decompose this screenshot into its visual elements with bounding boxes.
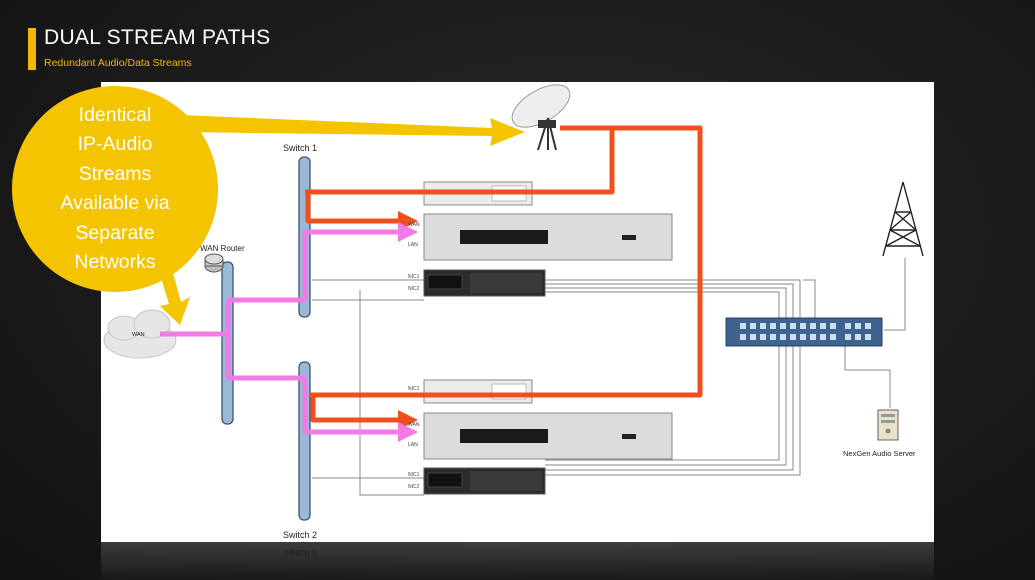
switch-2-reflection-label: Switch 2 [283,548,317,558]
red-stream-paths [305,125,703,430]
transmitter-tower-icon [882,181,924,257]
port-wan-bottom: WAN [408,422,420,428]
callout-bubble: Identical IP-Audio Streams Available via… [12,86,218,292]
satellite-dish-icon [511,84,571,151]
callout-line-3: Streams [78,162,152,185]
port-nic1-bottom: NIC1 [408,472,420,478]
callout-line-2: IP-Audio [77,133,153,155]
audio-interface-bottom [423,467,546,495]
network-cables [312,258,906,496]
callout-line-1: Identical [78,103,152,126]
port-nic1-encoder-bottom: NIC1 [408,386,420,392]
callout-line-4: Available via [60,192,170,214]
slide-subtitle: Redundant Audio/Data Streams [44,57,192,69]
callout-line-5: Separate [75,221,155,244]
wan-router-label: WAN Router [200,244,245,253]
encoder-unit-bottom [423,379,533,404]
audio-server-icon [877,409,899,441]
wan-cloud-label: WAN [132,332,145,338]
audio-codec-top [423,213,673,261]
audio-interface-top [423,269,546,297]
port-lan-top: LAN [408,242,418,248]
pink-stream-paths [160,222,418,442]
diagram-panel [101,82,934,542]
switch-1-label: Switch 1 [283,143,317,153]
port-nic2-top: NIC2 [408,286,420,292]
switch-2-label: Switch 2 [283,530,317,540]
port-wan-top: WAN [408,222,420,228]
panel-reflection [101,542,934,580]
audio-codec-bottom [423,412,673,460]
slide-title: DUAL STREAM PATHS [44,26,271,49]
audio-server-label: NexGen Audio Server [843,449,916,458]
callout-line-6: Networks [74,251,156,273]
patch-panel [725,317,883,347]
title-accent-bar [28,28,36,70]
router-icon [204,253,224,273]
wan-cloud-icon [103,309,177,359]
port-nic1-top: NIC1 [408,274,420,280]
port-nic2-bottom: NIC2 [408,484,420,490]
port-lan-bottom: LAN [408,442,418,448]
